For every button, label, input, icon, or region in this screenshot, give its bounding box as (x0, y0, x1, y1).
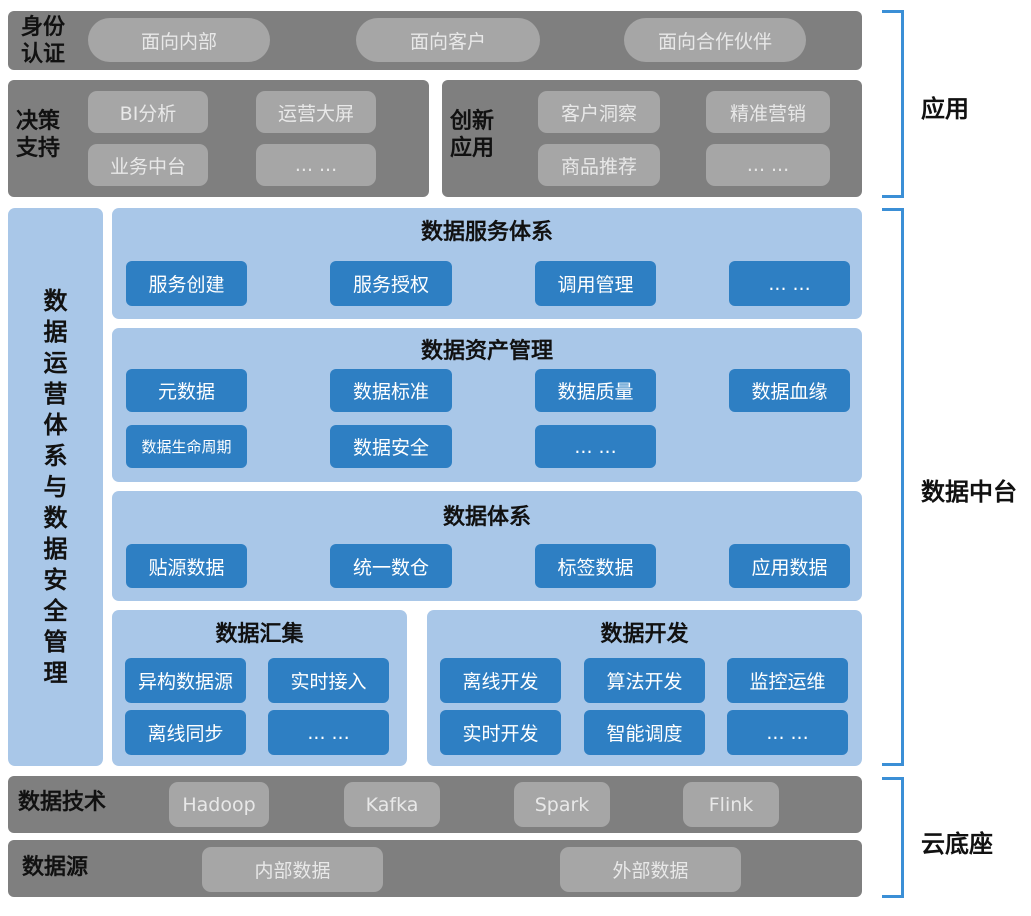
layer-app-label: 应用 (921, 95, 969, 123)
collect-item-hetero[interactable]: 异构数据源 (125, 658, 246, 703)
collect-item-realtime[interactable]: 实时接入 (268, 658, 389, 703)
asset-panel: 数据资产管理 元数据 数据标准 数据质量 数据血缘 数据生命周期 数据安全 ..… (112, 328, 862, 482)
innovation-item-insight[interactable]: 客户洞察 (538, 91, 660, 133)
dev-item-offline[interactable]: 离线开发 (440, 658, 561, 703)
identity-label: 身份认证 (21, 15, 66, 67)
system-item-tag[interactable]: 标签数据 (535, 544, 656, 588)
asset-item-metadata[interactable]: 元数据 (126, 369, 247, 412)
source-item-internal[interactable]: 内部数据 (202, 847, 383, 892)
collect-title: 数据汇集 (215, 622, 304, 647)
system-item-source[interactable]: 贴源数据 (126, 544, 247, 588)
service-item-more[interactable]: ... ... (729, 261, 850, 306)
dev-item-algorithm[interactable]: 算法开发 (584, 658, 705, 703)
asset-item-security[interactable]: 数据安全 (330, 425, 452, 468)
dev-title: 数据开发 (600, 622, 689, 647)
system-item-app[interactable]: 应用数据 (729, 544, 850, 588)
collect-panel: 数据汇集 异构数据源 实时接入 离线同步 ... ... (112, 610, 407, 766)
service-item-auth[interactable]: 服务授权 (330, 261, 452, 306)
system-item-warehouse[interactable]: 统一数仓 (330, 544, 452, 588)
dev-item-schedule[interactable]: 智能调度 (584, 710, 705, 755)
asset-item-standard[interactable]: 数据标准 (330, 369, 452, 412)
source-item-external[interactable]: 外部数据 (560, 847, 741, 892)
identity-item-customer[interactable]: 面向客户 (356, 18, 540, 62)
source-label: 数据源 (22, 855, 89, 880)
asset-item-lineage[interactable]: 数据血缘 (729, 369, 850, 412)
tech-item-spark[interactable]: Spark (514, 782, 610, 827)
dev-panel: 数据开发 离线开发 算法开发 监控运维 实时开发 智能调度 ... ... (427, 610, 862, 766)
service-item-create[interactable]: 服务创建 (126, 261, 247, 306)
asset-item-more[interactable]: ... ... (535, 425, 656, 468)
ops-panel: 数据运营体系与数据安全管理 (8, 208, 103, 766)
cloud-bracket (882, 777, 904, 898)
innovation-item-recommend[interactable]: 商品推荐 (538, 144, 660, 186)
asset-title: 数据资产管理 (420, 339, 553, 364)
decision-label: 决策支持 (16, 109, 61, 161)
app-bracket (882, 10, 904, 198)
identity-item-internal[interactable]: 面向内部 (88, 18, 270, 62)
dev-item-realtime[interactable]: 实时开发 (440, 710, 561, 755)
innovation-item-more[interactable]: ... ... (706, 144, 830, 186)
system-title: 数据体系 (442, 505, 531, 530)
innovation-label: 创新应用 (450, 109, 495, 161)
tech-item-kafka[interactable]: Kafka (344, 782, 440, 827)
system-panel: 数据体系 贴源数据 统一数仓 标签数据 应用数据 (112, 491, 862, 601)
tech-label: 数据技术 (18, 790, 107, 815)
layer-cloud-label: 云底座 (921, 830, 993, 858)
decision-panel: 决策支持 BI分析 运营大屏 业务中台 ... ... (8, 80, 429, 197)
identity-panel: 身份认证 面向内部 面向客户 面向合作伙伴 (8, 11, 862, 70)
collect-item-more[interactable]: ... ... (268, 710, 389, 755)
asset-item-lifecycle[interactable]: 数据生命周期 (126, 425, 247, 468)
tech-item-hadoop[interactable]: Hadoop (169, 782, 269, 827)
collect-item-offline[interactable]: 离线同步 (125, 710, 246, 755)
ops-label: 数据运营体系与数据安全管理 (43, 286, 68, 687)
tech-panel: 数据技术 Hadoop Kafka Spark Flink (8, 776, 862, 833)
identity-item-partner[interactable]: 面向合作伙伴 (624, 18, 806, 62)
source-panel: 数据源 内部数据 外部数据 (8, 840, 862, 897)
dev-item-monitor[interactable]: 监控运维 (727, 658, 848, 703)
dev-item-more[interactable]: ... ... (727, 710, 848, 755)
innovation-panel: 创新应用 客户洞察 精准营销 商品推荐 ... ... (442, 80, 862, 197)
service-panel: 数据服务体系 服务创建 服务授权 调用管理 ... ... (112, 208, 862, 319)
middle-bracket (882, 208, 904, 766)
decision-item-more[interactable]: ... ... (256, 144, 376, 186)
decision-item-business[interactable]: 业务中台 (88, 144, 208, 186)
innovation-item-marketing[interactable]: 精准营销 (706, 91, 830, 133)
decision-item-screen[interactable]: 运营大屏 (256, 91, 376, 133)
service-item-call[interactable]: 调用管理 (535, 261, 656, 306)
decision-item-bi[interactable]: BI分析 (88, 91, 208, 133)
service-title: 数据服务体系 (420, 220, 553, 245)
tech-item-flink[interactable]: Flink (683, 782, 779, 827)
layer-middle-label: 数据中台 (921, 478, 1017, 506)
asset-item-quality[interactable]: 数据质量 (535, 369, 656, 412)
